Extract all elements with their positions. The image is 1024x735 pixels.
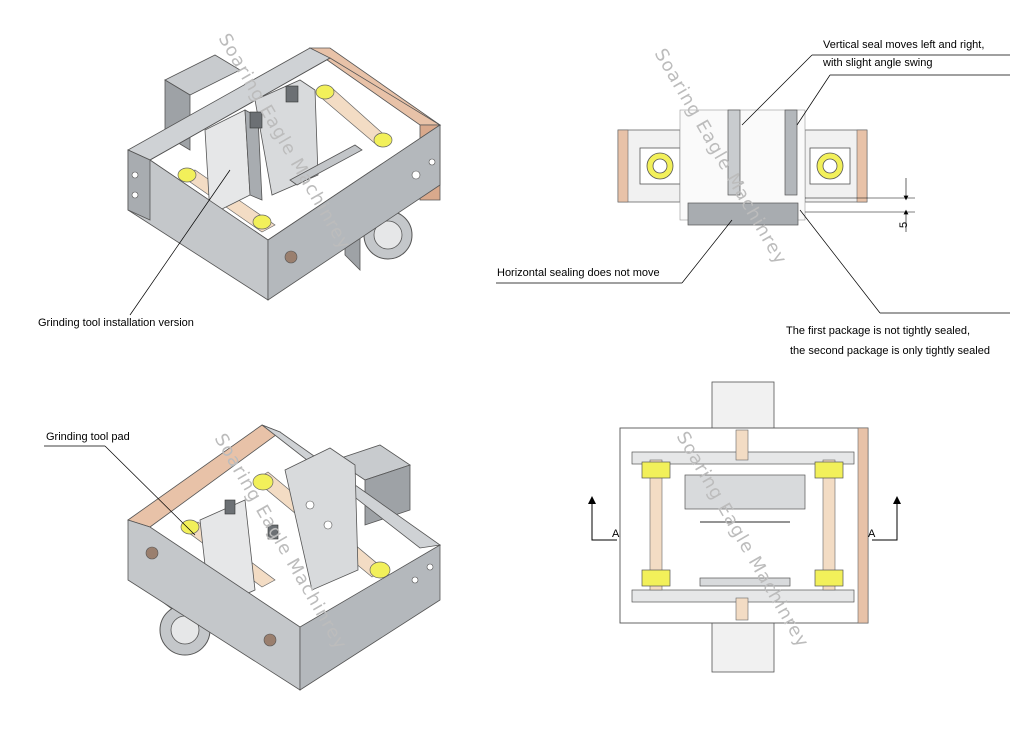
label-first-package-line1: The first package is not tightly sealed, — [786, 325, 971, 337]
horizontal-seal-jaw — [687, 202, 799, 226]
section-label-a-right: A — [868, 528, 876, 540]
seal-plate-right — [249, 79, 319, 196]
section-view-top-right — [496, 54, 1010, 314]
leader-first-package — [799, 209, 881, 314]
frame-front-2 — [127, 519, 441, 691]
guide-rod-right — [315, 84, 393, 148]
vertical-seal-left — [727, 109, 741, 196]
grinding-plate-large — [284, 447, 359, 591]
label-vertical-seal-line2: with slight angle swing — [823, 57, 933, 69]
section-arrow-right — [872, 496, 901, 541]
dimension-label-5: 5 — [898, 221, 910, 228]
cylinder-nut-right — [809, 147, 851, 185]
seal-housing — [679, 109, 806, 221]
seal-plate-left — [204, 109, 263, 216]
iso-view-top-left — [127, 47, 442, 316]
vertical-seal-right — [784, 109, 798, 196]
cylinder-body-bottom — [711, 619, 775, 673]
cylinder-nut-left — [639, 147, 681, 185]
label-vertical-seal-line1: Vertical seal moves left and right, — [823, 39, 985, 51]
section-label-a-left: A — [612, 528, 620, 540]
label-horizontal-sealing: Horizontal sealing does not move — [497, 267, 660, 279]
label-grinding-tool-installation: Grinding tool installation version — [38, 317, 194, 329]
iso-view-bottom-left — [44, 424, 442, 691]
plan-view-bottom-right — [588, 381, 901, 673]
leader-pad — [104, 445, 196, 536]
section-arrow-left — [588, 496, 617, 541]
leader-vertical-a — [741, 54, 813, 126]
frame-front — [127, 124, 441, 301]
plan-seal-block — [684, 474, 806, 510]
leader-vertical-b — [796, 74, 831, 126]
cylinder-body-top — [711, 381, 775, 431]
leader-installation — [129, 169, 231, 316]
horizontal-seal-bar — [289, 144, 363, 186]
leader-horizontal — [681, 219, 733, 284]
label-first-package-line2: the second package is only tightly seale… — [790, 345, 990, 357]
label-grinding-tool-pad: Grinding tool pad — [46, 431, 130, 443]
